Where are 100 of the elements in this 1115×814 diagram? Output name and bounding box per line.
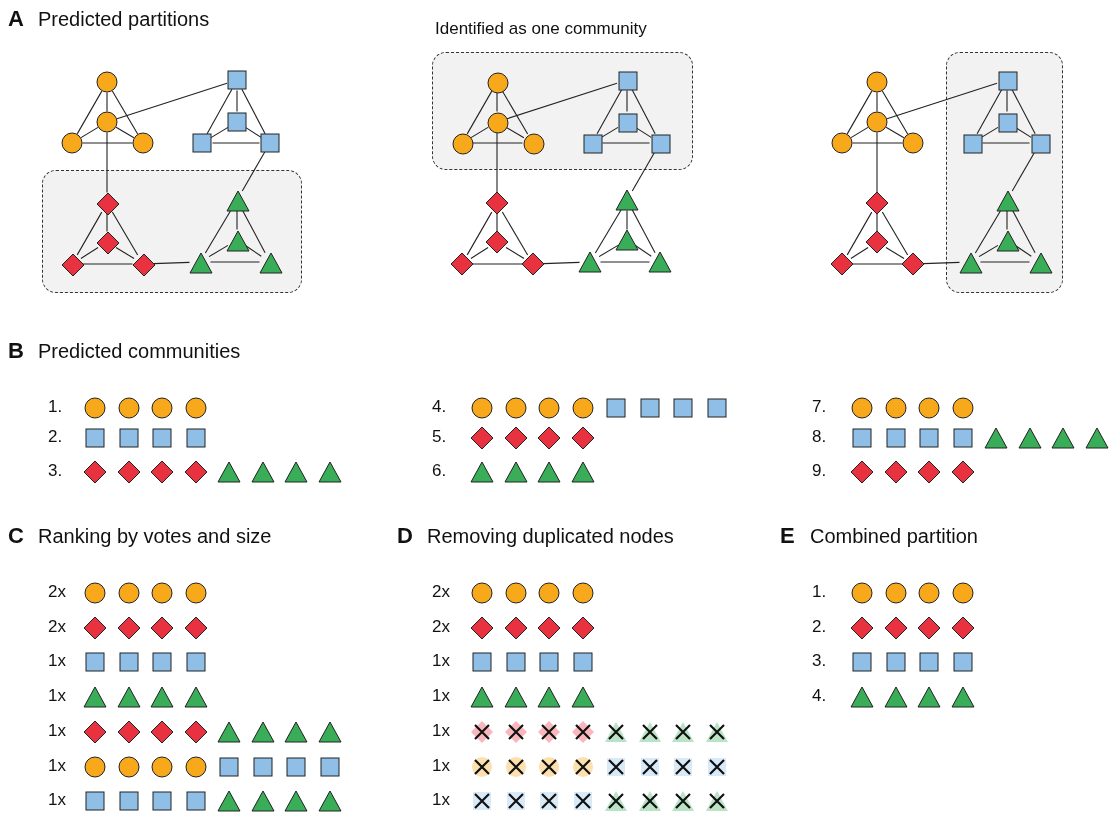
triangle-node	[116, 685, 141, 709]
row-label: 2x	[432, 582, 450, 602]
edge-line	[876, 212, 878, 233]
diamond-node	[96, 192, 120, 216]
edge-line	[876, 91, 878, 113]
triangle-node	[226, 189, 250, 213]
square-node	[637, 396, 662, 420]
crossed-out-diamond-node	[470, 720, 494, 744]
triangle-node	[250, 460, 275, 484]
square-node	[258, 131, 282, 155]
panel-title: Removing duplicated nodes	[427, 525, 674, 548]
square-node	[116, 789, 141, 813]
triangle-node	[615, 228, 639, 252]
triangle-node	[850, 685, 874, 709]
panel-letter: E	[780, 523, 795, 549]
square-node	[950, 426, 975, 450]
edge-line	[208, 244, 229, 258]
diamond-node	[183, 720, 208, 744]
edge-line	[980, 126, 999, 139]
panel-letter: B	[8, 338, 24, 364]
edge-line	[981, 142, 1031, 144]
triangle-node	[537, 460, 561, 484]
triangle-node	[317, 720, 342, 744]
triangle-node	[217, 789, 241, 813]
panel-letter: D	[397, 523, 413, 549]
circle-node	[883, 581, 908, 605]
square-node	[996, 111, 1020, 135]
triangle-node	[284, 789, 308, 813]
diamond-node	[850, 616, 874, 640]
square-node	[470, 650, 494, 674]
edge-line	[881, 90, 909, 135]
row-label: 1.	[812, 582, 827, 602]
square-node	[150, 789, 174, 813]
circle-node	[116, 755, 141, 779]
circle-node	[883, 396, 908, 420]
square-node	[503, 650, 528, 674]
edge-line	[506, 82, 618, 120]
circle-node	[486, 111, 510, 135]
circle-node	[503, 581, 528, 605]
crossed-out-diamond-node	[570, 720, 595, 744]
row-label: 1x	[48, 686, 66, 706]
row-label: 6.	[432, 461, 447, 481]
circle-node	[522, 132, 546, 156]
crossed-out-triangle-node	[637, 789, 662, 813]
row-label: 1x	[48, 721, 66, 741]
square-node	[671, 396, 695, 420]
edge-line	[626, 89, 628, 113]
circle-node	[537, 581, 561, 605]
edge-line	[1011, 151, 1036, 192]
row-label: 1x	[432, 756, 450, 776]
square-node	[217, 755, 241, 779]
row-label: 2.	[812, 617, 827, 637]
diamond-node	[485, 230, 509, 254]
square-node	[570, 650, 595, 674]
edge-line	[542, 261, 581, 265]
triangle-node	[503, 460, 528, 484]
diamond-node	[83, 460, 107, 484]
triangle-node	[1051, 426, 1075, 450]
triangle-node	[284, 460, 308, 484]
panel-title: Ranking by votes and size	[38, 525, 272, 548]
edge-line	[496, 131, 498, 194]
circle-node	[537, 396, 561, 420]
circle-node	[83, 396, 107, 420]
triangle-node	[83, 685, 107, 709]
row-label: 5.	[432, 427, 447, 447]
circle-node	[116, 396, 141, 420]
square-node	[284, 755, 308, 779]
square-node	[183, 650, 208, 674]
panel-title: Combined partition	[810, 525, 978, 548]
circle-node	[950, 396, 975, 420]
square-node	[850, 426, 874, 450]
square-node	[704, 396, 729, 420]
circle-node	[131, 131, 155, 155]
diamond-node	[537, 426, 561, 450]
edge-line	[631, 208, 656, 254]
edge-line	[635, 245, 652, 257]
edge-line	[594, 208, 623, 254]
edge-line	[111, 90, 139, 135]
circle-node	[150, 755, 174, 779]
edge-line	[76, 90, 103, 135]
circle-node	[850, 396, 874, 420]
square-node	[1029, 132, 1053, 156]
square-node	[183, 426, 208, 450]
diamond-node	[183, 460, 208, 484]
triangle-node	[226, 229, 250, 253]
edge-line	[236, 209, 238, 231]
row-label: 3.	[812, 651, 827, 671]
crossed-out-square-node	[671, 755, 695, 779]
square-node	[150, 650, 174, 674]
circle-node	[901, 131, 925, 155]
crossed-out-circle-node	[470, 755, 494, 779]
diamond-node	[865, 230, 889, 254]
triangle-node	[470, 460, 494, 484]
triangle-node	[503, 685, 528, 709]
edge-line	[631, 88, 656, 135]
circle-node	[150, 581, 174, 605]
diamond-node	[950, 460, 975, 484]
panel-letter: C	[8, 523, 24, 549]
edge-line	[466, 211, 493, 256]
edge-line	[1015, 127, 1032, 138]
